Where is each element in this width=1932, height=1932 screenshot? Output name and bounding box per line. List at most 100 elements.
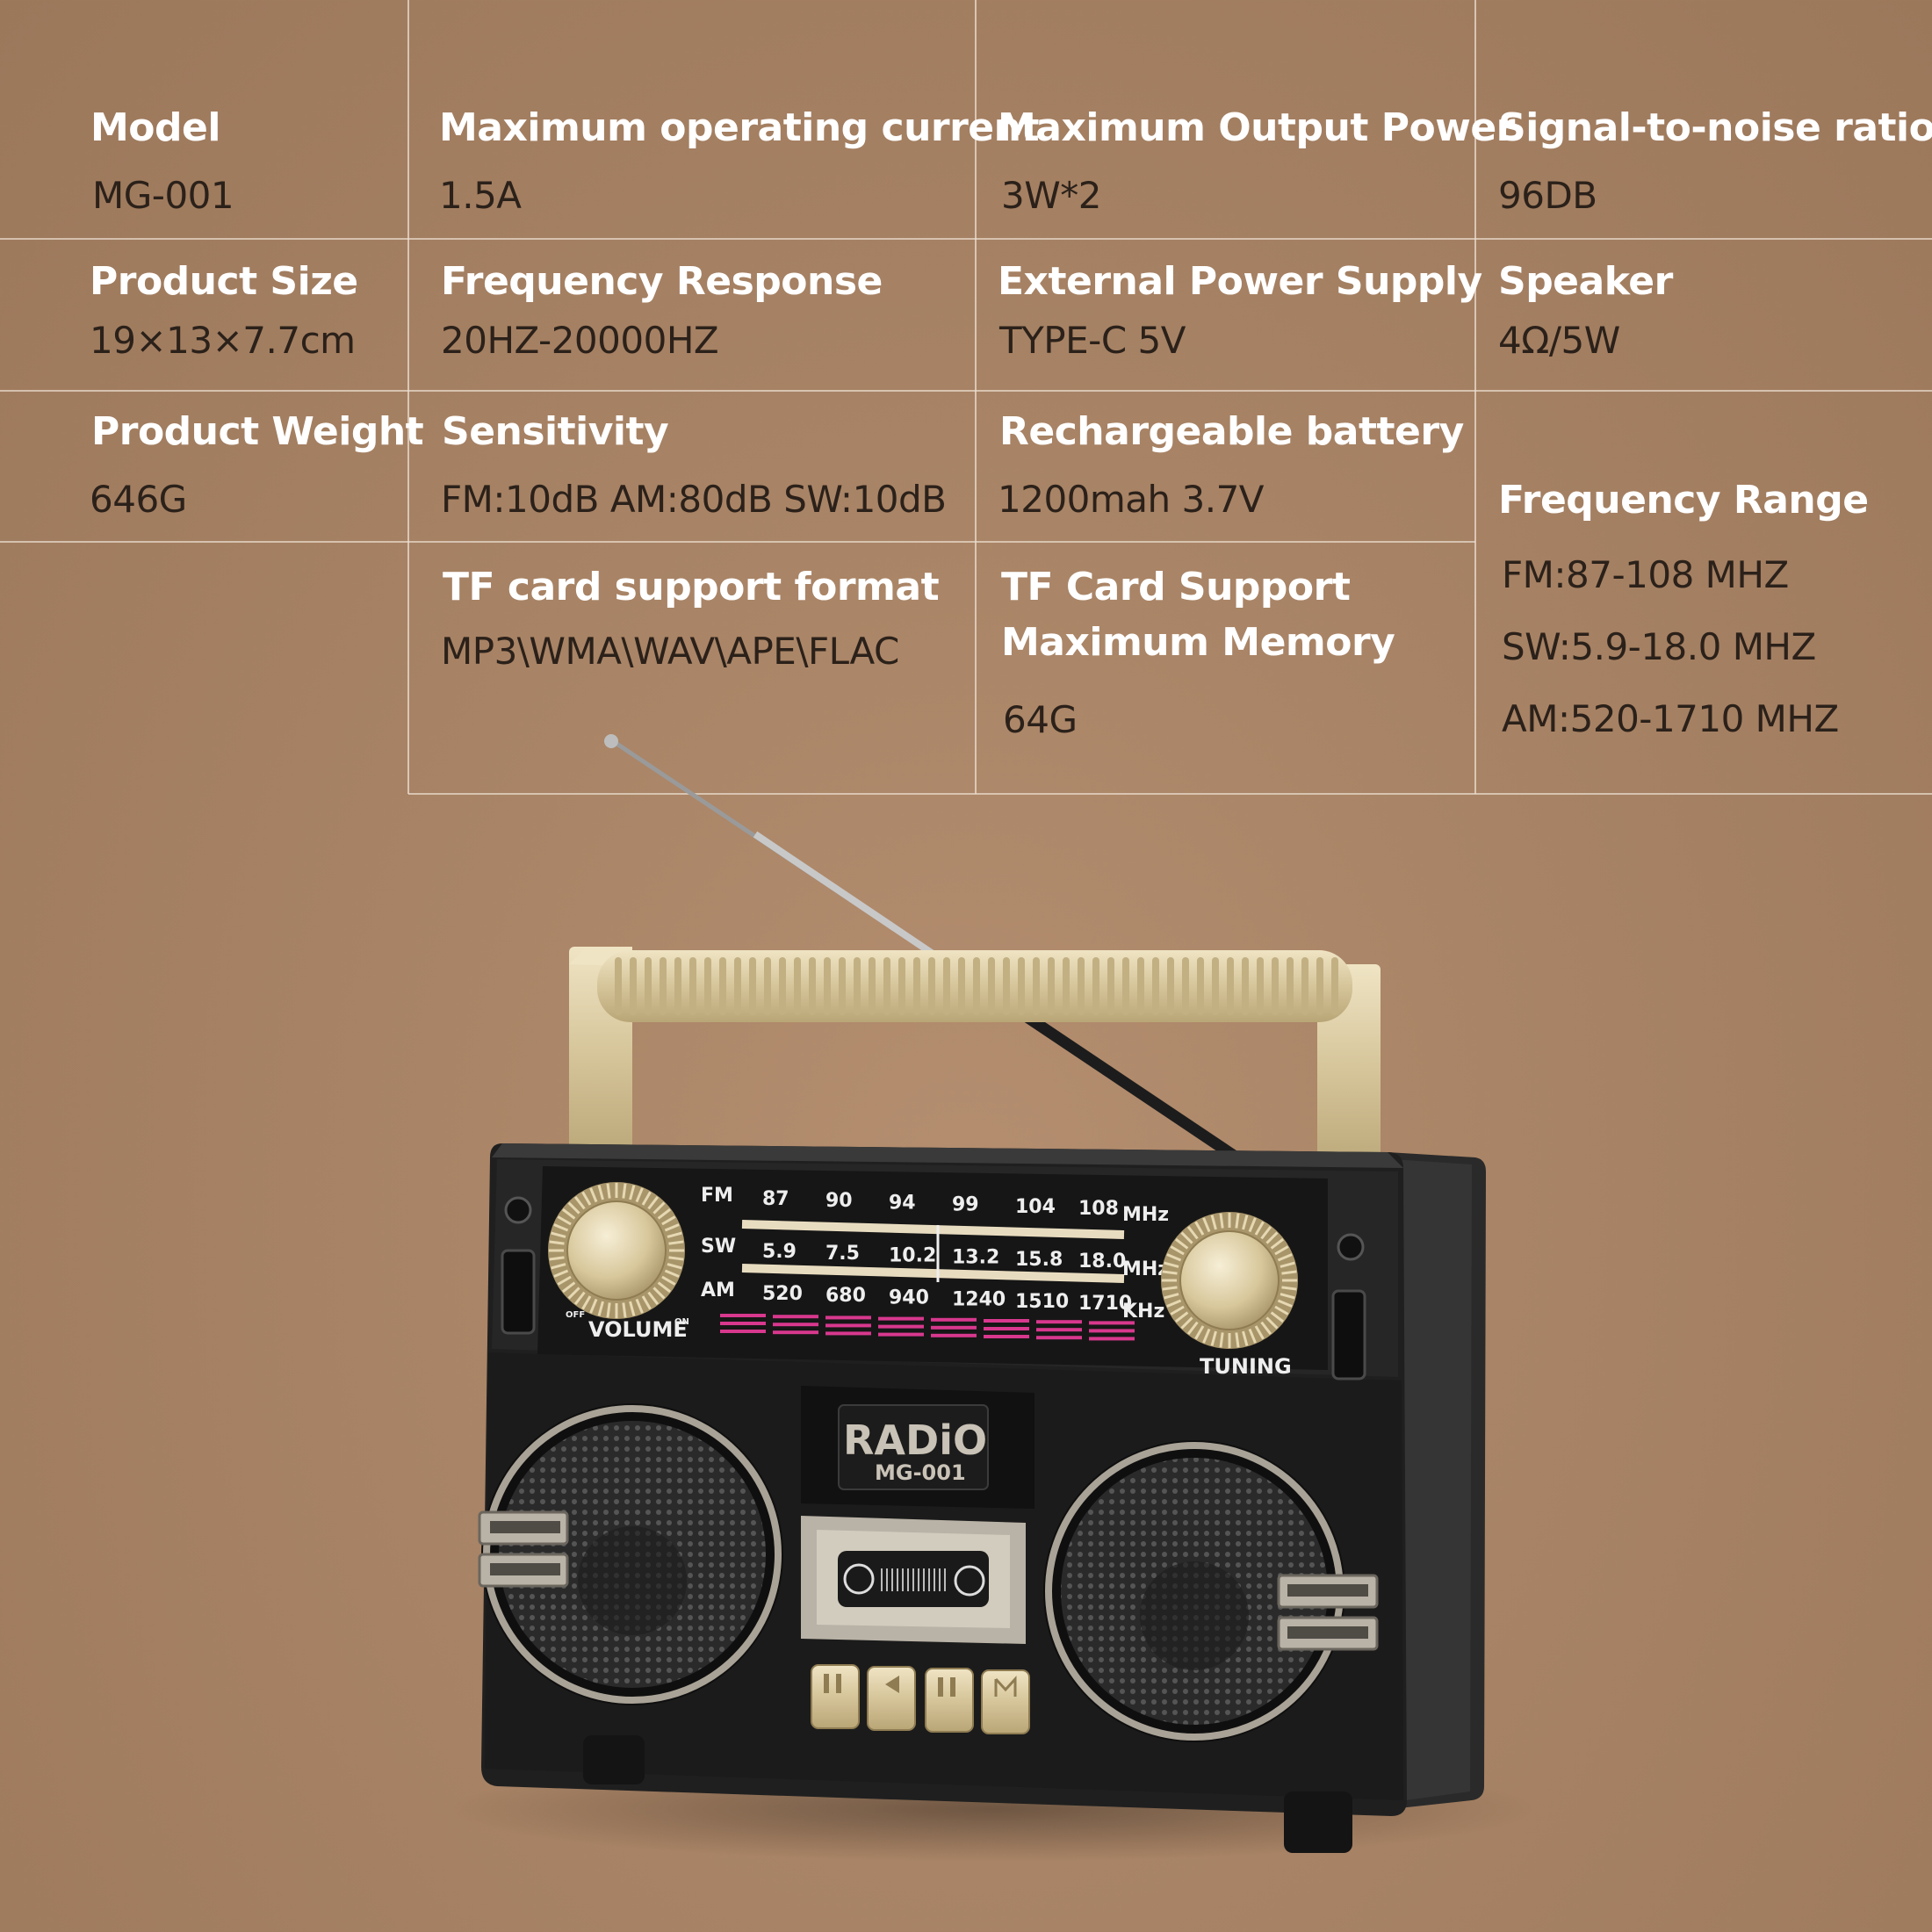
knob-ridge	[622, 1183, 627, 1199]
knob-ridge	[1219, 1332, 1224, 1348]
tuning-label: TUNING	[1200, 1354, 1292, 1379]
table-col-divider-3	[1474, 0, 1476, 794]
dial-tick-am: 1510	[1015, 1291, 1069, 1313]
knob-ridge	[1166, 1299, 1182, 1308]
dial-tick-sw: 18.0	[1078, 1251, 1126, 1272]
knob-ridge	[1277, 1299, 1293, 1308]
tuning-knob[interactable]	[1161, 1212, 1298, 1349]
spec-label-snr: Signal-to-noise ratio	[1498, 105, 1932, 150]
knob-ridge	[553, 1269, 569, 1278]
handle-ridge	[1257, 957, 1264, 1015]
handle-ridge	[809, 957, 816, 1015]
handle-ridge	[615, 957, 622, 1015]
knob-ridge	[1162, 1286, 1178, 1291]
handle-ridge	[913, 957, 920, 1015]
knob-ridge	[553, 1223, 569, 1232]
handle-ridge	[1092, 957, 1099, 1015]
handle-ridge	[869, 957, 876, 1015]
handle-ridge	[1182, 957, 1189, 1015]
knob-ridge	[551, 1231, 566, 1238]
knob-ridge	[1280, 1293, 1295, 1300]
dial-stripe	[1089, 1321, 1135, 1325]
knob-ridge	[647, 1291, 660, 1306]
spec-value-freq-range-am: AM:520-1710 MHZ	[1502, 697, 1839, 740]
dial-tick-fm: 94	[889, 1192, 916, 1214]
dial-stripe	[878, 1316, 924, 1321]
dial-stripe	[1089, 1337, 1135, 1341]
handle-ridge	[660, 957, 667, 1015]
knob-ridge	[1274, 1305, 1289, 1316]
spec-value-tf-memory: 64G	[1003, 698, 1078, 741]
volume-knob[interactable]	[548, 1182, 685, 1319]
dial-stripe	[1036, 1320, 1082, 1324]
knob-ridge	[1235, 1332, 1240, 1348]
volume-on-label: ON	[674, 1317, 689, 1327]
dial-stripe	[1089, 1329, 1135, 1333]
dial-stripe	[825, 1323, 871, 1328]
handle-ridge	[1107, 957, 1114, 1015]
knob-ridge	[667, 1231, 682, 1238]
handle-ridge	[1122, 957, 1129, 1015]
spec-value-model: MG-001	[92, 174, 234, 217]
dial-am-label: AM	[701, 1280, 735, 1301]
knob-ridge	[606, 1183, 611, 1199]
spec-label-current: Maximum operating current	[439, 105, 1040, 150]
spec-label-freq-range: Frequency Range	[1498, 478, 1869, 523]
dial-tick-sw: 10.2	[889, 1244, 936, 1266]
knob-ridge	[1210, 1215, 1217, 1230]
spec-value-current: 1.5A	[439, 174, 522, 217]
knob-ridge	[661, 1215, 676, 1226]
dial-stripe	[720, 1322, 766, 1325]
spec-label-model: Model	[90, 105, 220, 150]
knob-ridge	[597, 1301, 604, 1316]
knob-ridge	[1281, 1286, 1297, 1291]
brand-text: RADiO	[843, 1417, 987, 1464]
handle-ridge	[734, 957, 741, 1015]
knob-ridge	[1170, 1245, 1185, 1256]
spec-value-output-power: 3W*2	[1001, 174, 1101, 217]
knob-ridge	[1186, 1225, 1199, 1240]
knob-ridge	[1235, 1213, 1240, 1229]
dial-stripe	[825, 1316, 871, 1320]
handle-ridge	[973, 957, 980, 1015]
previous-button[interactable]	[867, 1666, 916, 1731]
spec-value-snr: 96DB	[1498, 174, 1597, 217]
knob-ridge	[1254, 1325, 1265, 1340]
carry-handle	[569, 947, 1381, 1175]
knob-ridge	[557, 1215, 572, 1226]
knob-ridge	[629, 1301, 636, 1316]
cassette-window	[801, 1516, 1026, 1644]
table-col-divider-1	[407, 0, 409, 794]
dial-stripe	[984, 1327, 1029, 1330]
handle-ridge	[1272, 957, 1279, 1015]
handle-ridge	[1003, 957, 1010, 1015]
spec-value-tf-format: MP3\WMA\WAV\APE\FLAC	[441, 630, 899, 673]
handle-ridge	[883, 957, 890, 1015]
knob-ridge	[597, 1185, 604, 1200]
play-pause-button[interactable]	[811, 1664, 860, 1729]
handle-ridge	[1287, 957, 1294, 1015]
spec-label-tf-memory-line2: Maximum Memory	[1001, 620, 1395, 665]
table-row-divider-2	[0, 390, 1932, 392]
knob-ridge	[657, 1281, 672, 1294]
handle-ridge	[1316, 957, 1323, 1015]
handle-ridge	[1197, 957, 1204, 1015]
dial-tick-fm: 87	[762, 1188, 789, 1210]
knob-ridge	[668, 1256, 684, 1261]
spec-label-battery: Rechargeable battery	[999, 409, 1464, 454]
mode-button[interactable]	[981, 1669, 1030, 1734]
knob-ridge	[1248, 1328, 1257, 1344]
spec-value-freq-range-sw: SW:5.9-18.0 MHZ	[1502, 625, 1816, 668]
dial-stripe	[878, 1332, 924, 1337]
left-speaker	[478, 1403, 783, 1705]
dial-stripe	[825, 1331, 871, 1336]
knob-ridge	[664, 1223, 680, 1232]
next-button[interactable]	[925, 1668, 974, 1733]
knob-ridge	[622, 1302, 627, 1318]
handle-ridge	[1048, 957, 1055, 1015]
handle-ridge	[1152, 957, 1159, 1015]
tuning-dial-scale	[720, 1220, 1135, 1341]
dial-fm-label: FM	[701, 1185, 733, 1207]
handle-ridge	[824, 957, 831, 1015]
dial-tick-fm: 90	[825, 1190, 853, 1212]
